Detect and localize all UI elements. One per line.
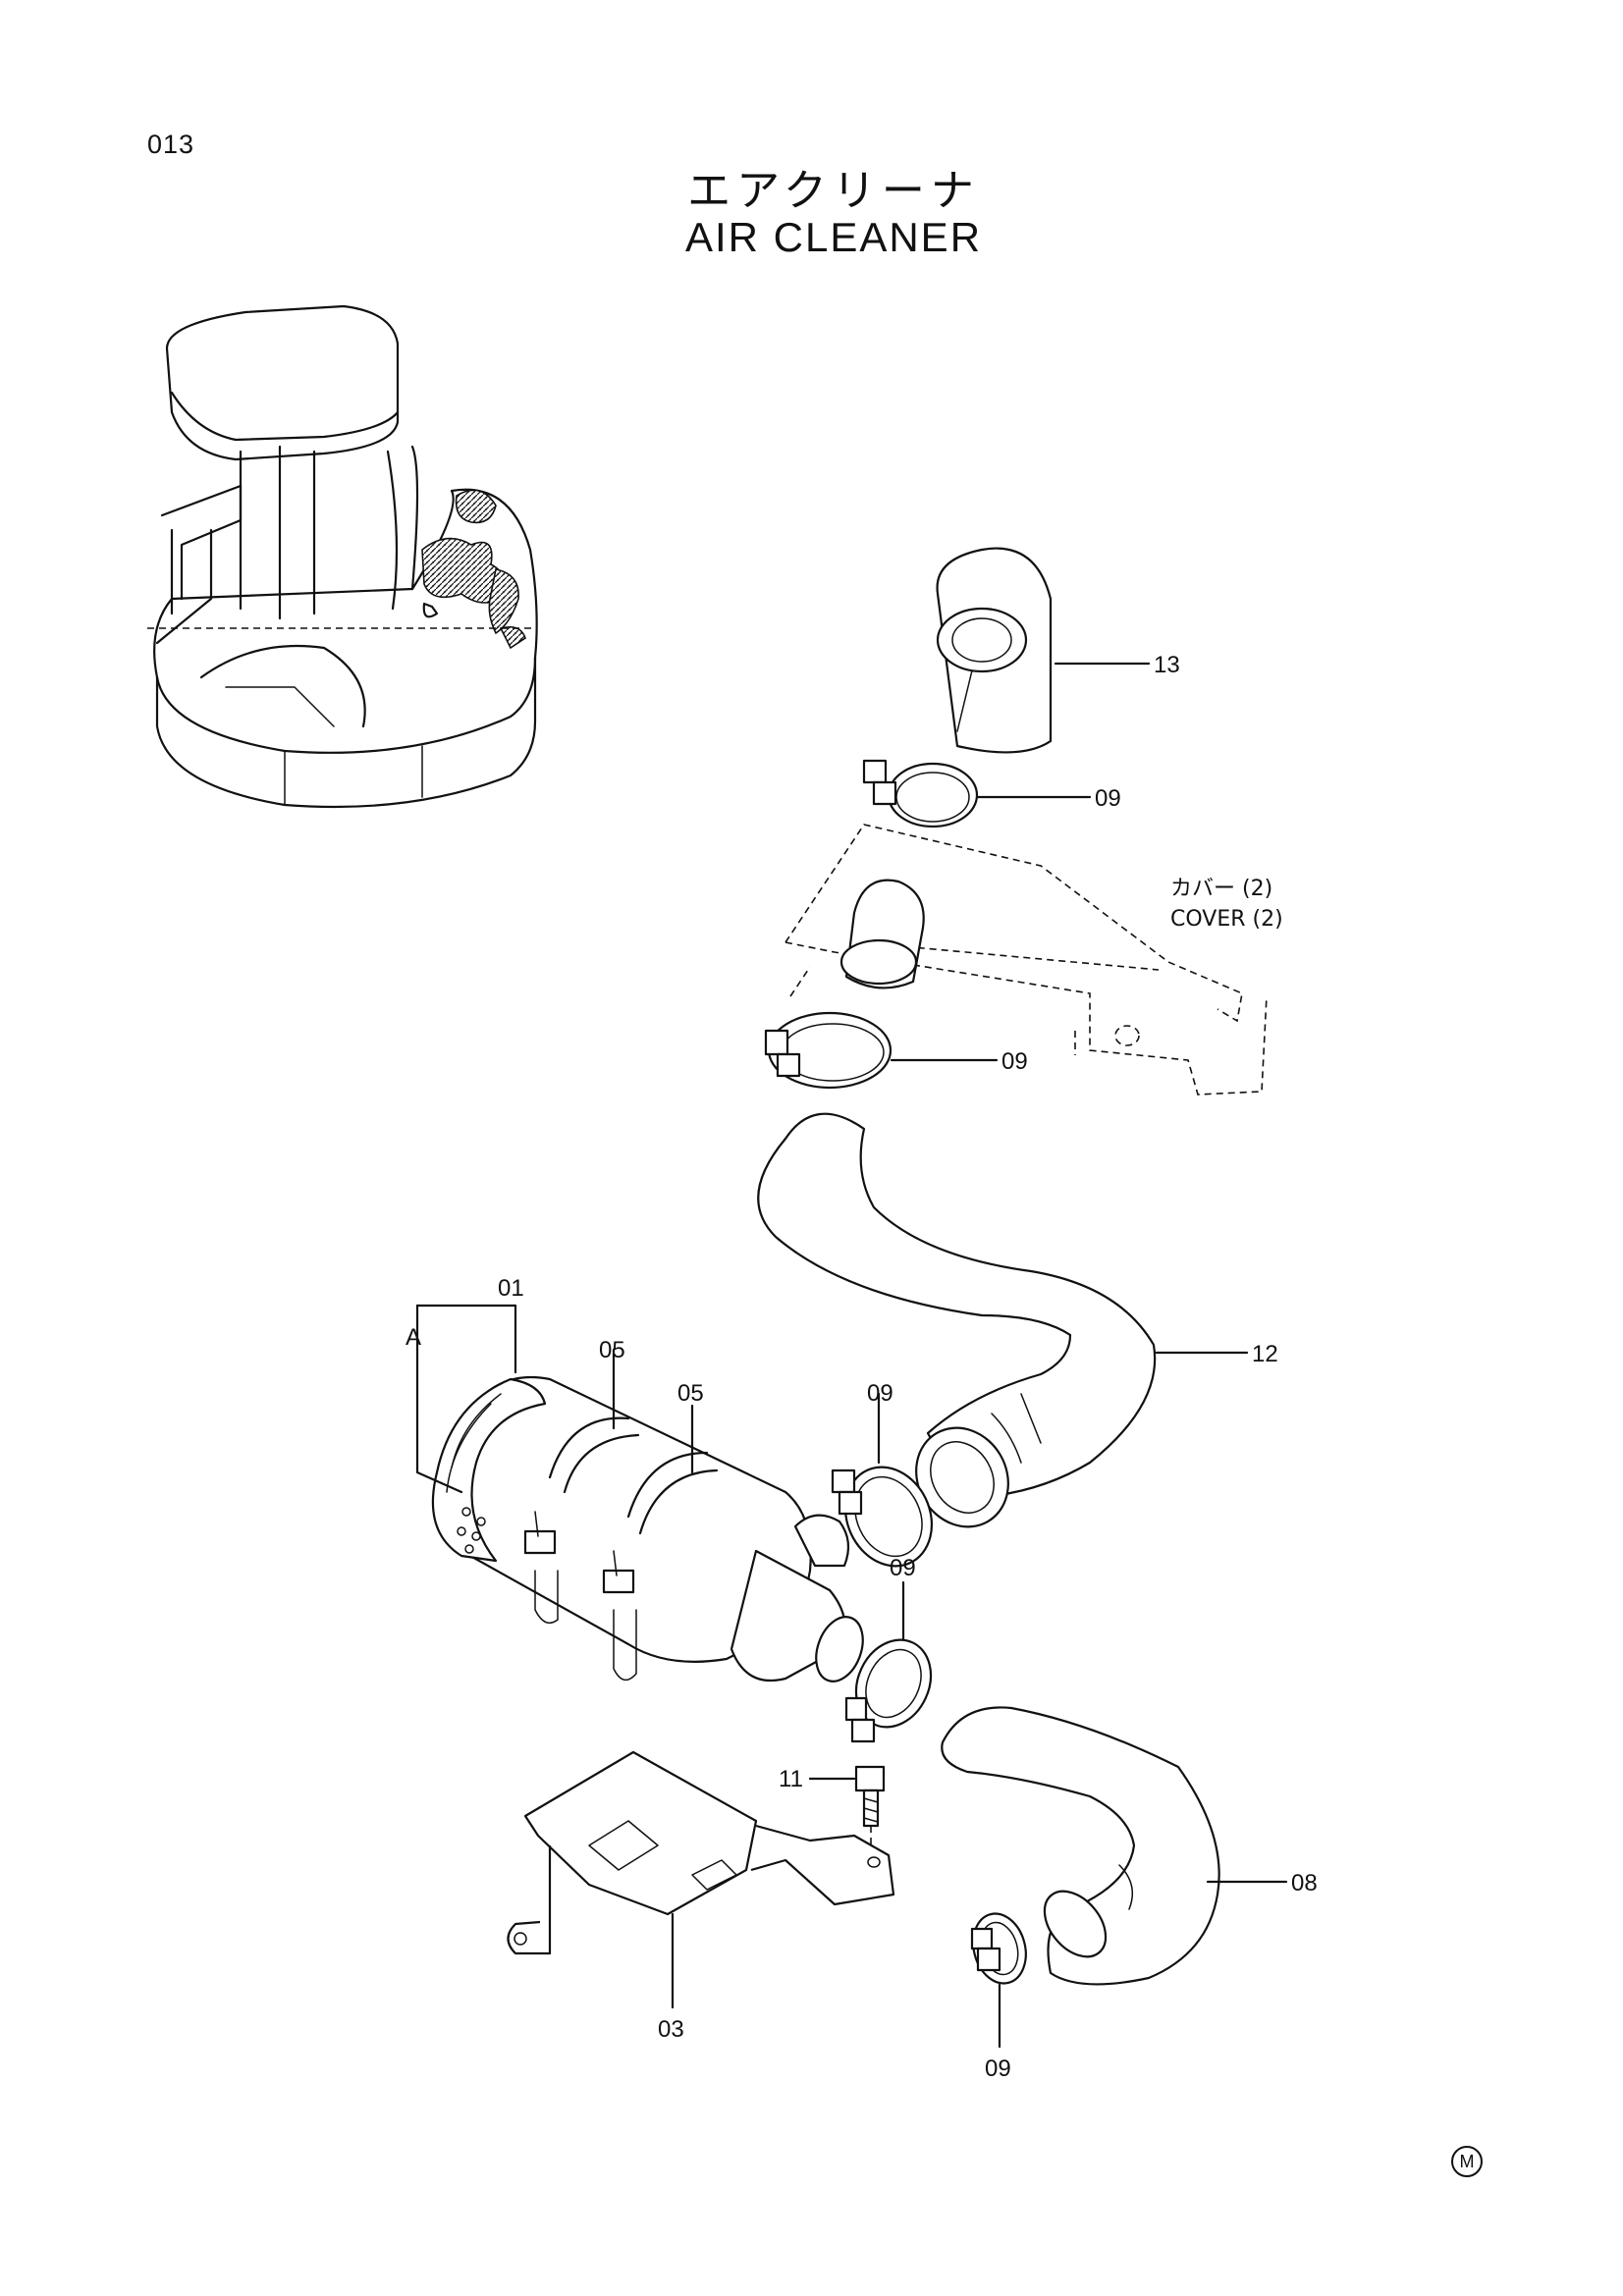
part-01-air-cleaner-body <box>415 1304 864 1682</box>
hose-clamp-09-bottom <box>970 1912 1027 2049</box>
part-12-s-hose <box>757 1112 1249 1528</box>
hose-clamp-09-lower <box>844 1580 933 1743</box>
part-13-elbow-hose <box>936 547 1151 754</box>
machine-overview-inset <box>147 304 538 809</box>
hose-clamp-09-mid <box>764 1011 999 1090</box>
callout-09-lower: 09 <box>890 1555 916 1581</box>
part-11-bolt <box>808 1765 886 1850</box>
part-03-mounting-bracket <box>507 1750 895 2009</box>
callout-11: 11 <box>779 1766 803 1792</box>
callout-05-left: 05 <box>599 1337 625 1363</box>
callout-05-right: 05 <box>677 1380 704 1407</box>
cover-note-japanese: カバー (2) <box>1170 877 1272 901</box>
callout-12: 12 <box>1252 1341 1278 1367</box>
corner-mark-badge: M <box>1451 2146 1483 2177</box>
callout-numbers: 13 09 09 12 01 A 05 05 09 09 11 08 03 09… <box>406 652 1318 2082</box>
diagram-title-japanese: エアクリーナ <box>687 166 980 216</box>
diagram-title-english: AIR CLEANER <box>684 214 983 260</box>
callout-03: 03 <box>658 2016 684 2043</box>
callout-09-bottom: 09 <box>985 2056 1011 2082</box>
hose-clamp-09-right <box>831 1392 934 1568</box>
part-08-lower-hose <box>941 1706 1288 1986</box>
callout-01: 01 <box>498 1275 524 1302</box>
detail-label-a: A <box>406 1324 421 1351</box>
callout-09-right: 09 <box>867 1380 893 1407</box>
page-number: 013 <box>147 130 195 159</box>
cover-bracket-reference <box>784 824 1268 1095</box>
hose-clamp-09-top <box>862 759 1092 828</box>
callout-09-top: 09 <box>1095 785 1121 812</box>
callout-09-mid: 09 <box>1001 1048 1028 1075</box>
callout-13: 13 <box>1154 652 1180 678</box>
cover-note-english: COVER (2) <box>1170 907 1283 932</box>
callout-leaders-01-05 <box>612 1348 694 1474</box>
callout-08: 08 <box>1291 1870 1318 1896</box>
